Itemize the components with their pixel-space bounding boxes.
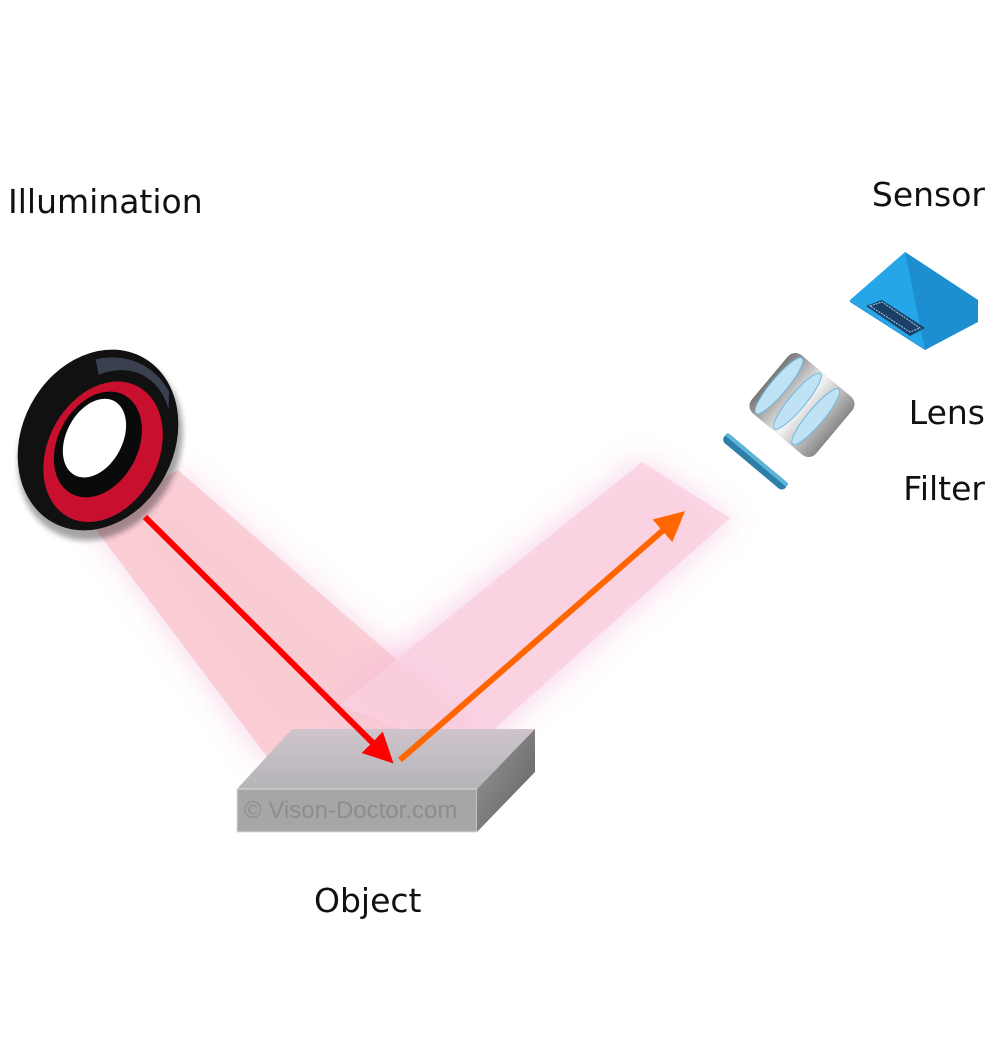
object-box: © Vison-Doctor.com [236, 729, 535, 833]
reflected-ray-arrow [398, 511, 686, 763]
reflected-light-beam [330, 458, 735, 760]
ring-light-icon [17, 349, 183, 541]
lens-label: Lens [908, 393, 985, 432]
sensor-label: Sensor [871, 175, 985, 214]
incident-ray-arrow [142, 514, 394, 764]
sensor-icon [850, 252, 978, 350]
filter-label: Filter [903, 469, 985, 508]
filter-icon [723, 433, 789, 490]
object-label: Object [314, 881, 422, 920]
lens-icon [749, 352, 855, 458]
illumination-label: Illumination [8, 182, 203, 221]
watermark: © Vison-Doctor.com [244, 797, 457, 824]
